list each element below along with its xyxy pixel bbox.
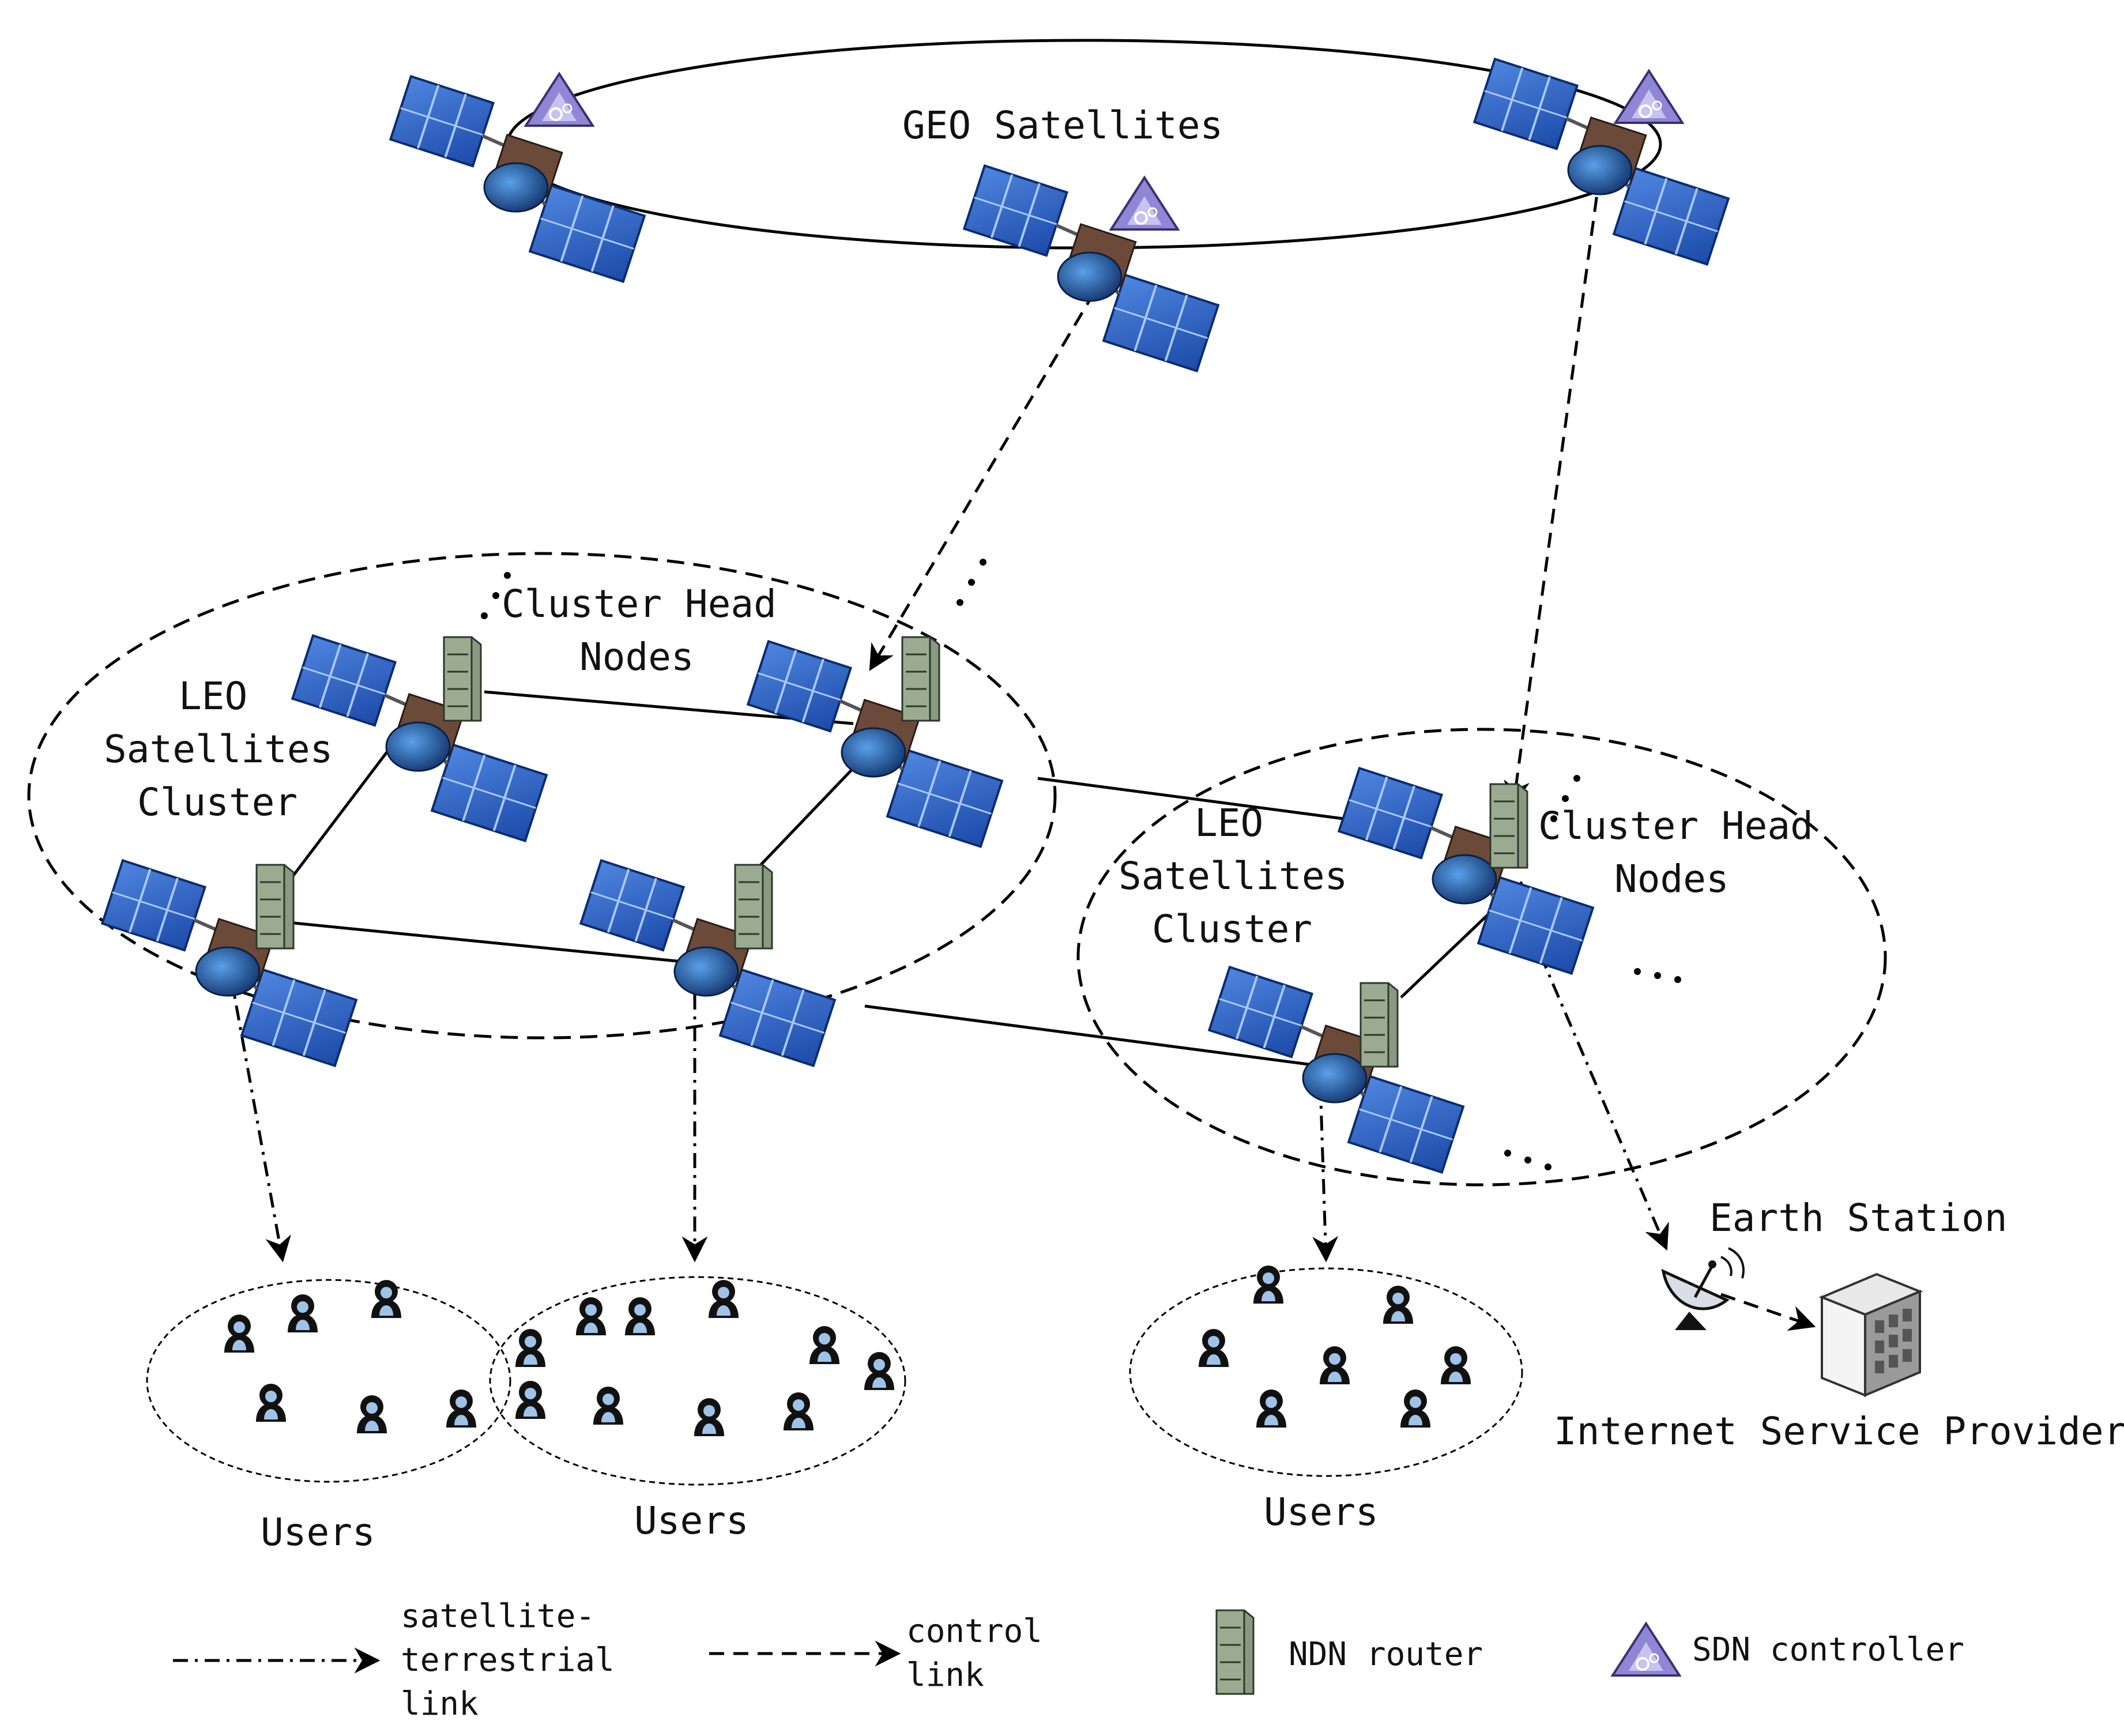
geo-satellites-label: GEO Satellites [902,103,1223,148]
ndn-router-icon [1359,982,1399,1068]
user-group-boundary-3 [1129,1267,1523,1477]
legend-control-label-line2: link [906,1656,984,1694]
legend-ndn-label: NDN router [1289,1636,1483,1673]
satellite-icon [944,165,1237,371]
cluster-head-label-a-line2: Nodes [579,635,694,679]
control-links [869,172,1816,1331]
cluster-head-label-a: Cluster Head [502,582,777,626]
users-label-2: Users [634,1498,749,1543]
ellipsis-dots [481,559,1681,1170]
leo-cluster-label-a: LEO [179,674,247,718]
leo-cluster-label-a-line2: Satellites [104,727,333,771]
satellite-dish-icon [1661,1247,1745,1330]
satellite-icon [82,860,375,1065]
isp-label: Internet Service Provider [1554,1409,2124,1453]
user-group-2 [576,1280,894,1436]
user-group-boundary-1 [146,1279,511,1483]
satellite-icon [1455,59,1747,264]
legend: satellite- terrestrial link control link… [173,1598,1964,1723]
satellite-icon [728,641,1020,846]
isp-building-icon [1818,1272,1923,1398]
earth-station-label: Earth Station [1709,1196,2008,1240]
legend-sat-terrestrial-label-line2: terrestrial [401,1641,615,1679]
legend-control-label: control [906,1613,1042,1650]
sdn-controller-icon [525,73,594,127]
leo-cluster-label-a-line3: Cluster [137,780,297,824]
cluster-head-label-b: Cluster Head [1538,804,1813,848]
ndn-router-icon [734,864,773,950]
ndn-router-icon [255,864,295,950]
user-group-boundary-2 [489,1276,906,1486]
ndn-router-icon [1489,783,1528,869]
ndn-router-icon [1215,1609,1255,1695]
satellite-icon [371,76,663,281]
satellite-terrestrial-links [229,925,1669,1263]
legend-sat-terrestrial-label-line3: link [401,1685,479,1723]
user-group-3 [1199,1266,1471,1428]
user-group-1 [224,1280,545,1433]
sdn-controller-icon [1611,1622,1681,1677]
leo-cluster-boundary-left [27,552,1057,1040]
ndn-router-icon [443,636,482,722]
legend-sdn-label: SDN controller [1692,1631,1964,1669]
ndn-router-icon [901,636,940,722]
users-label-1: Users [261,1510,375,1554]
sdn-controller-icon [1110,176,1179,231]
leo-cluster-label-b-line3: Cluster [1152,907,1312,951]
satellite-icon [1189,967,1482,1172]
leo-cluster-label-b: LEO [1195,801,1263,845]
leo-cluster-boundary-right [1076,728,1887,1187]
leo-cluster-label-b-line2: Satellites [1119,854,1347,898]
cluster-head-label-b-line2: Nodes [1614,857,1729,901]
users-label-3: Users [1264,1490,1379,1534]
legend-sat-terrestrial-label: satellite- [401,1598,595,1635]
sdn-controller-icon [1614,70,1684,124]
satellite-icon [561,860,853,1065]
